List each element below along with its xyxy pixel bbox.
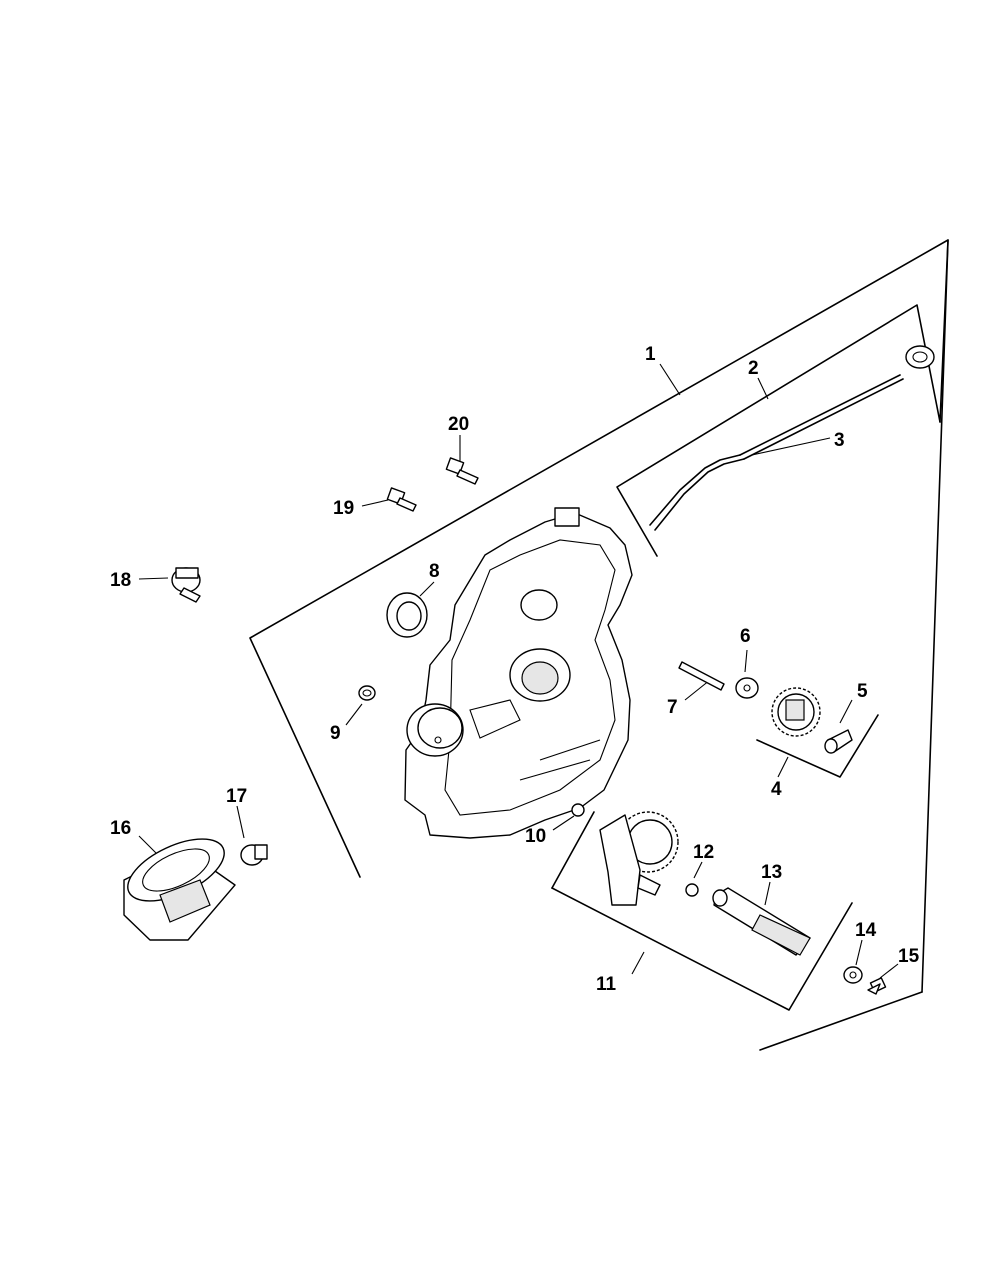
washer-6: [735, 677, 759, 699]
bolt-15: [867, 977, 887, 995]
callout-19: 19: [333, 498, 354, 519]
o-ring-10: [571, 803, 585, 817]
washer-14: [843, 966, 863, 984]
callout-13: 13: [761, 862, 782, 883]
callout-8: 8: [429, 561, 440, 582]
callout-2: 2: [748, 358, 759, 379]
pin-7: [678, 661, 725, 691]
callout-1: 1: [645, 344, 656, 365]
drain-plug: [240, 844, 268, 866]
callout-17: 17: [226, 786, 247, 807]
governor-gear: [771, 687, 821, 737]
dipstick: [649, 345, 935, 531]
callout-16: 16: [110, 818, 131, 839]
callout-6: 6: [740, 626, 751, 647]
closure-plate: [404, 507, 633, 839]
callout-14: 14: [855, 920, 877, 941]
callout-10: 10: [525, 826, 546, 847]
assembly-bracket-11: [551, 811, 853, 1011]
callout-11: 11: [596, 974, 617, 995]
callout-labels: 1 2 3 4 5 6 7 8 9 10 11 12 13 14 15 16 1…: [110, 344, 920, 995]
callout-7: 7: [667, 697, 678, 718]
oil-seal: [386, 592, 428, 638]
oil-filter: [123, 838, 236, 941]
callout-9: 9: [330, 723, 341, 744]
assembly-bracket-2: [616, 304, 941, 557]
oil-pickup: [712, 887, 811, 956]
ring-12: [685, 883, 699, 897]
assembly-bracket-1: [249, 239, 949, 1051]
callout-18: 18: [110, 570, 131, 591]
screw-20: [445, 457, 479, 485]
oil-pressure-sensor: [171, 567, 201, 603]
callout-4: 4: [771, 779, 782, 800]
assembly-bracket-4: [756, 714, 879, 778]
leader-lines: [138, 363, 899, 979]
oil-pump-assembly: [599, 811, 679, 906]
callout-12: 12: [693, 842, 714, 863]
callout-5: 5: [857, 681, 868, 702]
screw-19: [386, 487, 417, 512]
callout-20: 20: [448, 414, 469, 435]
bushing-9: [358, 685, 376, 701]
cap-5: [824, 729, 853, 754]
callout-15: 15: [898, 946, 920, 967]
callout-3: 3: [834, 430, 845, 451]
